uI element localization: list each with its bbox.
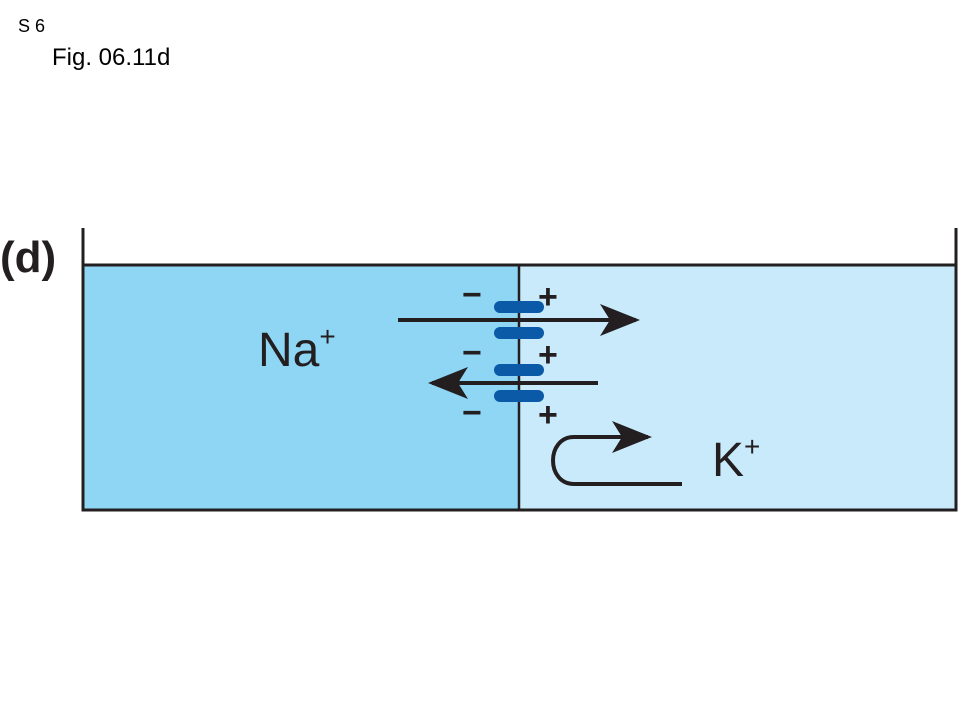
potassium-ion-label: K+ — [712, 431, 760, 487]
negative-charge-sign: − — [462, 394, 482, 432]
positive-charge-sign: + — [538, 278, 558, 316]
channel-bar — [494, 364, 544, 376]
potassium-symbol: K — [712, 434, 744, 487]
slide-number: S 6 — [18, 16, 46, 36]
positive-charge-sign: + — [538, 396, 558, 434]
sodium-charge: + — [319, 321, 335, 352]
left-compartment — [83, 265, 519, 510]
sodium-ion-label: Na+ — [258, 321, 336, 377]
positive-charge-sign: + — [538, 336, 558, 374]
sodium-symbol: Na — [258, 324, 320, 377]
channel-bar — [494, 390, 544, 402]
figure-label: Fig. 06.11d — [52, 44, 171, 71]
negative-charge-sign: − — [462, 276, 482, 314]
channel-bar — [494, 301, 544, 313]
potassium-charge: + — [744, 431, 760, 462]
potassium-return-arrow — [551, 421, 682, 486]
channel-bar — [494, 327, 544, 339]
negative-charge-sign: − — [462, 334, 482, 372]
right-compartment — [519, 265, 956, 510]
panel-letter: (d) — [0, 233, 56, 282]
